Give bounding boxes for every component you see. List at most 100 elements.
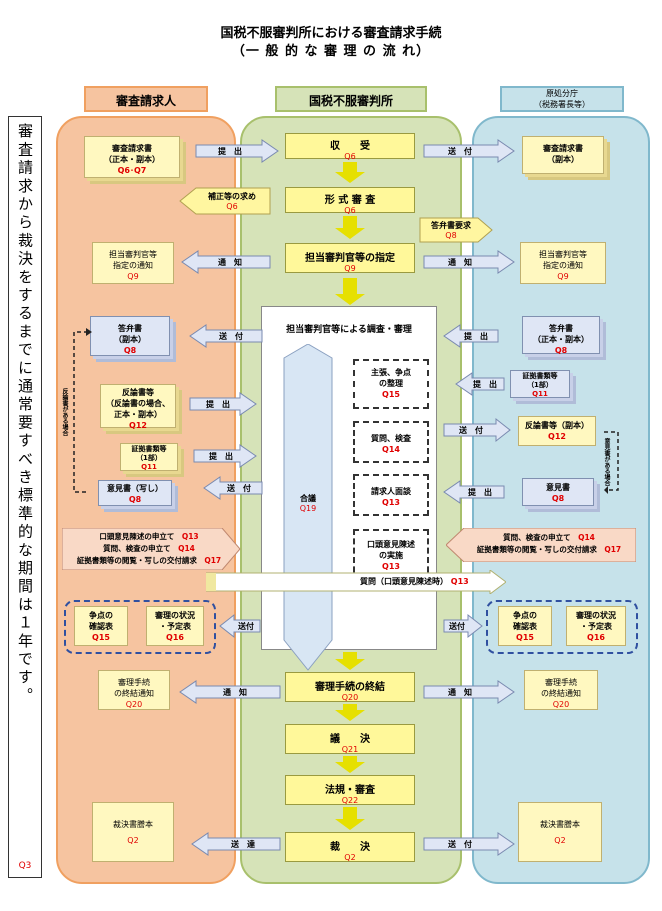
right-copy-doc: 裁決書謄本 Q2 bbox=[518, 802, 602, 862]
left-request-item-3-text: 証拠書類等の閲覧・写しの交付請求 bbox=[76, 556, 197, 565]
answer-request-text: 答弁書要求 bbox=[431, 221, 471, 230]
right-evidence-line2: （1部） bbox=[527, 381, 553, 389]
left-rebuttal-line2: （反論書の場合、 bbox=[106, 399, 170, 408]
right-issue-group bbox=[486, 600, 638, 654]
left-end-notice-line1: 審理手続 bbox=[118, 678, 150, 687]
step-receive-ref: Q6 bbox=[344, 152, 356, 161]
left-request-ref: Q6･Q7 bbox=[117, 166, 147, 175]
arrow-send-copy-right bbox=[423, 832, 515, 856]
step-resolution: 議 決 Q21 bbox=[285, 724, 415, 754]
right-evidence-line1: 証拠書類等 bbox=[522, 372, 558, 380]
oral-question-arrow bbox=[206, 570, 506, 594]
correction-text: 補正等の求め bbox=[208, 192, 256, 201]
flow-bar-5 bbox=[343, 704, 357, 710]
label-notice-right: 通 知 bbox=[448, 258, 472, 267]
label-send-right-group: 送付 bbox=[449, 622, 465, 631]
left-answer-line2: （副本） bbox=[114, 335, 146, 344]
left-issue-table-line2: 確認表 bbox=[89, 622, 113, 631]
arrow-send-opinion-left bbox=[203, 476, 263, 500]
right-request-line1: 審査請求書 bbox=[543, 144, 583, 153]
oral-question-label: 質問（口頭意見陳述時） Q13 bbox=[360, 576, 469, 587]
flow-arrow-1 bbox=[335, 172, 365, 183]
right-request-item-2-ref: Q17 bbox=[604, 545, 622, 554]
step-decision-label: 裁 決 bbox=[330, 842, 370, 853]
oral-question-text: 質問（口頭意見陳述時） bbox=[360, 577, 448, 586]
right-evidence-doc: 証拠書類等 （1部） Q11 bbox=[510, 370, 570, 398]
interview-line1: 請求人面談 bbox=[371, 487, 411, 496]
left-request-item-3: 証拠書類等の閲覧・写しの交付請求 Q17 bbox=[66, 555, 232, 567]
left-rebuttal-doc: 反論書等 （反論書の場合、 正本・副本） Q12 bbox=[100, 384, 176, 430]
arrow-send-left-group bbox=[219, 613, 261, 639]
label-send-request: 送 付 bbox=[448, 147, 472, 156]
right-answer-line2: （正本・副本） bbox=[533, 335, 589, 344]
left-request-item-1: 口頭意見陳述の申立て Q13 bbox=[66, 531, 232, 543]
step-formal: 形 式 審 査 Q6 bbox=[285, 187, 415, 215]
step-assign: 担当審判官等の指定 Q9 bbox=[285, 243, 415, 273]
left-end-notice-ref: Q20 bbox=[125, 700, 143, 709]
question-box: 質問、検査 Q14 bbox=[353, 421, 429, 463]
right-answer-ref: Q8 bbox=[554, 346, 568, 355]
correction-label: 補正等の求め Q6 bbox=[196, 191, 268, 211]
step-receive-label: 収 受 bbox=[330, 141, 370, 152]
arrow-notice-end-left bbox=[179, 680, 281, 704]
left-rebuttal-line1: 反論書等 bbox=[122, 388, 154, 397]
right-assign-notice-line1: 担当審判官等 bbox=[539, 250, 587, 259]
tax-office-header-line2: （税務署長等） bbox=[534, 100, 590, 109]
right-assign-notice-ref: Q9 bbox=[557, 272, 569, 281]
interview-ref: Q13 bbox=[382, 498, 400, 507]
left-answer-doc: 答弁書 （副本） Q8 bbox=[90, 316, 170, 356]
flow-arrow-4 bbox=[335, 659, 365, 670]
issues-line2: の整理 bbox=[379, 379, 403, 388]
left-schedule-line2: ・予定表 bbox=[159, 622, 191, 631]
flow-arrow-3 bbox=[335, 294, 365, 305]
label-send-opinion: 送 付 bbox=[227, 484, 251, 493]
left-end-notice-line2: の終結通知 bbox=[114, 689, 154, 698]
label-send-answer: 送 付 bbox=[219, 332, 243, 341]
right-end-notice-doc: 審理手続 の終結通知 Q20 bbox=[524, 670, 598, 710]
left-evidence-ref: Q11 bbox=[141, 463, 157, 471]
right-request-item-1-ref: Q14 bbox=[578, 533, 595, 542]
flow-bar-1 bbox=[343, 162, 357, 172]
arrow-notice-end-right bbox=[423, 680, 515, 704]
left-request-list: 口頭意見陳述の申立て Q13 質問、検査の申立て Q14 証拠書類等の閲覧・写し… bbox=[66, 531, 232, 567]
right-request-item-2: 証拠書類等の閲覧・写しの交付請求 Q17 bbox=[462, 544, 636, 556]
left-end-notice-doc: 審理手続 の終結通知 Q20 bbox=[98, 670, 170, 710]
arrow-submit-evidence bbox=[193, 444, 257, 468]
oral-line2: の実施 bbox=[379, 551, 403, 560]
council-label: 合議 Q19 bbox=[280, 493, 336, 513]
right-end-notice-ref: Q20 bbox=[552, 700, 570, 709]
left-assign-notice-ref: Q9 bbox=[127, 272, 139, 281]
right-opinion-line1: 意見書 bbox=[546, 483, 570, 492]
label-send-left-group: 送付 bbox=[238, 622, 254, 631]
step-legal-ref: Q22 bbox=[341, 796, 359, 805]
right-issue-table-ref: Q15 bbox=[516, 633, 534, 642]
left-request-item-1-text: 口頭意見陳述の申立て bbox=[99, 532, 175, 541]
label-submit-request: 提 出 bbox=[218, 147, 242, 156]
tax-office-header-line1: 原処分庁 bbox=[546, 89, 578, 98]
flow-bar-3 bbox=[343, 278, 357, 294]
right-request-list-shape bbox=[446, 528, 636, 562]
right-copy-ref: Q2 bbox=[554, 836, 566, 845]
left-request-doc: 審査請求書 （正本・副本） Q6･Q7 bbox=[84, 136, 180, 178]
left-rebuttal-line3: 正本・副本） bbox=[114, 410, 162, 419]
arrow-send-rebuttal bbox=[443, 417, 511, 443]
left-opinion-doc: 意見書（写し） Q8 bbox=[98, 480, 172, 506]
right-opinion-bracket bbox=[604, 431, 619, 494]
right-request-list: 質問、検査の申立て Q14 証拠書類等の閲覧・写しの交付請求 Q17 bbox=[462, 532, 636, 556]
arrow-deliver-left bbox=[191, 832, 281, 856]
right-issue-table: 争点の 確認表 Q15 bbox=[498, 606, 552, 646]
step-assign-ref: Q9 bbox=[344, 264, 356, 273]
left-request-line2: （正本・副本） bbox=[104, 155, 160, 164]
step-decision: 裁 決 Q2 bbox=[285, 832, 415, 862]
tribunal-header: 国税不服審判所 bbox=[275, 86, 427, 112]
right-request-item-1-text: 質問、検査の申立て bbox=[503, 533, 571, 542]
right-opinion-ref: Q8 bbox=[551, 494, 565, 503]
left-assign-notice-line1: 担当審判官等 bbox=[109, 250, 157, 259]
oral-ref: Q13 bbox=[382, 562, 400, 571]
step-decision-ref: Q2 bbox=[344, 853, 356, 862]
flow-arrow-6 bbox=[335, 762, 365, 773]
question-line1: 質問、検査 bbox=[371, 434, 411, 443]
right-request-doc: 審査請求書 （副本） bbox=[522, 136, 604, 174]
correction-shape bbox=[179, 187, 271, 215]
diagram-title: 国税不服審判所における審査請求手続 bbox=[220, 26, 442, 41]
